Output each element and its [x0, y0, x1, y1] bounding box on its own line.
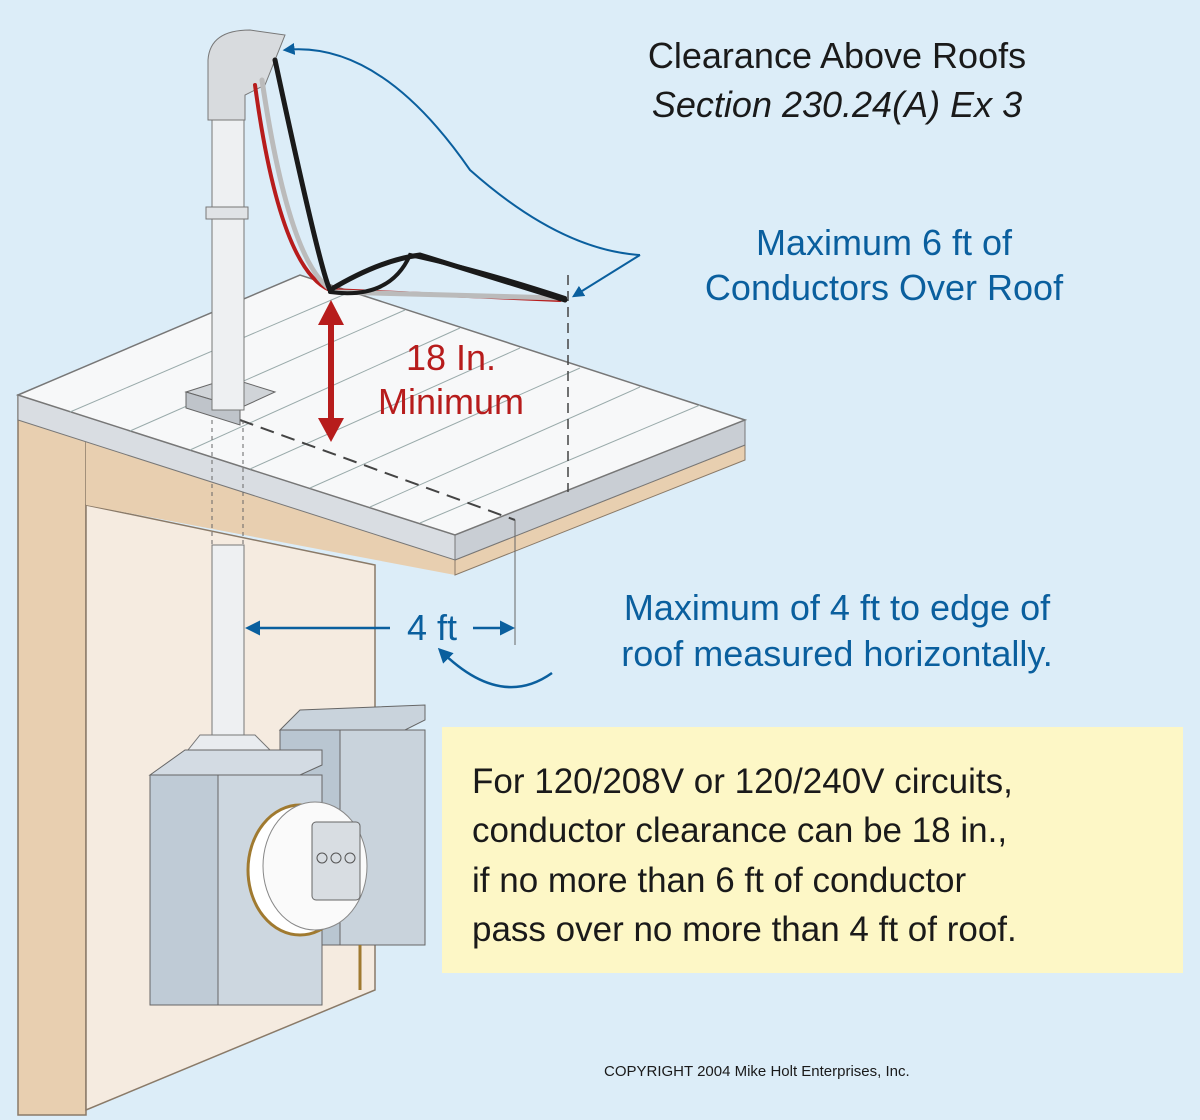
- curved-pointer-arrow: [437, 647, 553, 689]
- roof: [15, 274, 748, 645]
- service-mast: [186, 29, 286, 751]
- section-reference: Section 230.24(A) Ex 3: [652, 84, 1022, 125]
- clearance-label-line1: 18 In.: [406, 337, 496, 378]
- meter-and-disconnect: [148, 704, 426, 1006]
- title: Clearance Above Roofs: [648, 35, 1026, 76]
- note-line: if no more than 6 ft of conductor: [472, 861, 967, 900]
- leader-to-weatherhead: [282, 43, 641, 256]
- note-box: For 120/208V or 120/240V circuits, condu…: [442, 727, 1183, 973]
- note-line: For 120/208V or 120/240V circuits,: [472, 762, 1013, 801]
- note-line: conductor clearance can be 18 in.,: [472, 811, 1007, 850]
- edge-label-line1: Maximum of 4 ft to edge of: [624, 587, 1051, 628]
- max-conductors-label-line1: Maximum 6 ft of: [756, 222, 1013, 263]
- distance-label: 4 ft: [407, 607, 457, 648]
- edge-label-line2: roof measured horizontally.: [621, 633, 1053, 674]
- leader-to-conductor-end: [571, 254, 641, 298]
- copyright: COPYRIGHT 2004 Mike Holt Enterprises, In…: [604, 1063, 910, 1080]
- note-line: pass over no more than 4 ft of roof.: [472, 910, 1017, 949]
- max-conductors-label-line2: Conductors Over Roof: [705, 267, 1064, 308]
- clearance-arrow: [318, 300, 344, 442]
- clearance-label-line2: Minimum: [378, 381, 524, 422]
- service-conductors: [253, 57, 568, 303]
